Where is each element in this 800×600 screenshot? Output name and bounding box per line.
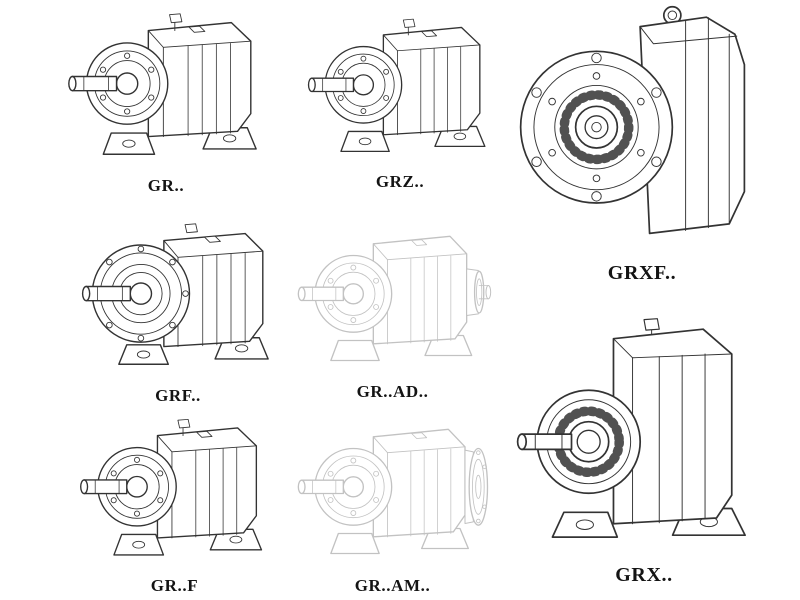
- label-grad: GR..AD..: [356, 382, 429, 401]
- figure-grff: GR..F: [72, 410, 277, 596]
- flange-mounted-gearbox-icon: [72, 214, 284, 382]
- label-grff: GR..F: [150, 576, 199, 595]
- figure-gr: GR..: [60, 4, 272, 196]
- figure-grad: GR..AD..: [290, 218, 495, 402]
- foot-mounted-gearbox-icon: [72, 410, 277, 572]
- label-grf: GRF..: [155, 386, 201, 405]
- large-foot-gearbox-icon: [500, 312, 788, 560]
- input-adapter-gearbox-icon: [290, 218, 495, 378]
- figure-grxf: GRXF..: [498, 2, 786, 285]
- motor-flange-gearbox-icon: [290, 410, 495, 572]
- foot-mounted-gearbox-icon: [60, 4, 272, 172]
- front-flange-gearbox-icon: [498, 2, 786, 258]
- foot-mounted-gearbox-icon: [300, 10, 500, 168]
- figure-grx: GRX..: [500, 312, 788, 587]
- figure-grf: GRF..: [72, 214, 284, 406]
- label-gram: GR..AM..: [354, 576, 431, 595]
- label-grx: GRX..: [615, 564, 673, 586]
- label-gr: GR..: [147, 176, 185, 195]
- figure-gram: GR..AM..: [290, 410, 495, 596]
- label-grxf: GRXF..: [607, 262, 677, 284]
- figure-grz: GRZ..: [300, 10, 500, 192]
- label-grz: GRZ..: [375, 172, 425, 191]
